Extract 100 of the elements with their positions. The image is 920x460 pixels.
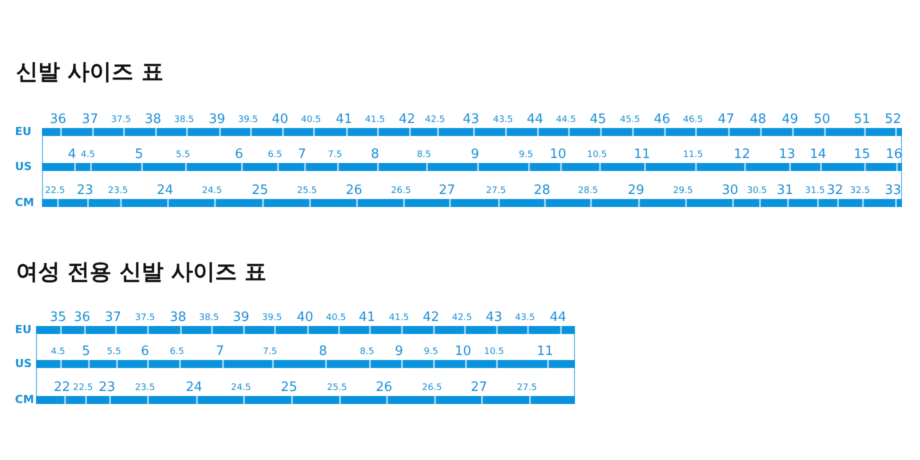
size-number: 37 xyxy=(82,113,98,126)
size-number: 26.5 xyxy=(390,187,412,196)
size-number: 37.5 xyxy=(134,314,156,323)
size-number: 25 xyxy=(280,381,298,394)
size-number: 42 xyxy=(422,311,440,324)
row-label: US xyxy=(15,161,32,172)
size-number: 6.5 xyxy=(170,348,184,357)
size-number: 39 xyxy=(208,113,226,126)
size-number: 41 xyxy=(336,113,352,126)
size-number: 40 xyxy=(272,113,288,126)
size-number: 24.5 xyxy=(202,187,222,196)
row-label: US xyxy=(15,358,32,369)
size-number: 7.5 xyxy=(328,151,342,160)
size-number: 47 xyxy=(718,113,734,126)
size-number: 38 xyxy=(144,113,162,126)
size-number: 23.5 xyxy=(108,187,128,196)
size-number: 46 xyxy=(654,113,670,126)
size-number: 5.5 xyxy=(106,348,122,357)
size-number: 39 xyxy=(232,311,250,324)
size-number: 43.5 xyxy=(492,116,514,125)
size-number: 10 xyxy=(550,148,566,161)
row-label: CM xyxy=(15,197,34,208)
size-number: 26 xyxy=(376,381,392,394)
size-number: 30 xyxy=(722,184,738,197)
size-number: 10.5 xyxy=(484,348,504,357)
size-number: 40.5 xyxy=(300,116,322,125)
size-number: 27.5 xyxy=(516,384,538,393)
size-number: 25 xyxy=(252,184,268,197)
size-number: 31.5 xyxy=(804,187,826,196)
size-number: 4 xyxy=(68,148,76,161)
size-number: 36 xyxy=(74,311,90,324)
size-number: 23 xyxy=(76,184,94,197)
size-number: 49 xyxy=(782,113,798,126)
size-number: 28.5 xyxy=(578,187,598,196)
size-number: 45 xyxy=(590,113,606,126)
size-number: 4.5 xyxy=(50,348,66,357)
chart-heading: 여성 전용 신발 사이즈 표 xyxy=(16,262,267,284)
size-number: 26 xyxy=(346,184,362,197)
size-number: 38.5 xyxy=(198,314,220,323)
size-number: 26.5 xyxy=(422,384,442,393)
size-number: 41.5 xyxy=(364,116,386,125)
size-number: 7 xyxy=(298,148,306,161)
size-number: 43.5 xyxy=(514,314,536,323)
size-number: 8 xyxy=(370,148,380,161)
size-number: 28 xyxy=(534,184,550,197)
size-number: 23.5 xyxy=(134,384,156,393)
size-number: 7.5 xyxy=(262,348,278,357)
size-number: 6.5 xyxy=(268,151,282,160)
size-number: 23 xyxy=(98,381,116,394)
size-number: 29.5 xyxy=(672,187,694,196)
size-number: 46.5 xyxy=(682,116,704,125)
size-number: 39.5 xyxy=(238,116,258,125)
size-number: 45.5 xyxy=(620,116,640,125)
size-number: 22 xyxy=(54,381,70,394)
size-number: 31 xyxy=(776,184,794,197)
size-number: 11.5 xyxy=(682,151,704,160)
size-number: 7 xyxy=(216,345,224,358)
size-number: 40 xyxy=(296,311,314,324)
size-number: 5.5 xyxy=(176,151,190,160)
size-number: 42.5 xyxy=(424,116,446,125)
chart-heading: 신발 사이즈 표 xyxy=(16,62,164,84)
size-number: 9.5 xyxy=(424,348,438,357)
size-number: 9.5 xyxy=(518,151,534,160)
size-number: 32 xyxy=(826,184,844,197)
size-number: 8 xyxy=(318,345,328,358)
size-number: 25.5 xyxy=(326,384,348,393)
size-number: 13 xyxy=(778,148,796,161)
size-number: 52 xyxy=(884,113,902,126)
size-number: 5 xyxy=(134,148,144,161)
size-number: 25.5 xyxy=(296,187,318,196)
size-number: 24.5 xyxy=(230,384,252,393)
size-number: 27 xyxy=(470,381,488,394)
size-number: 42 xyxy=(398,113,416,126)
size-number: 44.5 xyxy=(556,116,576,125)
size-number: 42.5 xyxy=(452,314,472,323)
size-number: 41 xyxy=(358,311,376,324)
size-number: 50 xyxy=(814,113,830,126)
size-number: 32.5 xyxy=(850,187,870,196)
size-number: 11 xyxy=(634,148,650,161)
size-number: 14 xyxy=(810,148,826,161)
size-number: 37.5 xyxy=(110,116,132,125)
row-label: EU xyxy=(15,324,32,335)
size-number: 43 xyxy=(486,311,502,324)
size-number: 39.5 xyxy=(262,314,282,323)
size-number: 48 xyxy=(750,113,766,126)
size-number: 27.5 xyxy=(486,187,506,196)
size-number: 33 xyxy=(884,184,902,197)
size-number: 6 xyxy=(234,148,244,161)
row-label: CM xyxy=(15,394,34,405)
size-number: 30.5 xyxy=(746,187,768,196)
size-number: 24 xyxy=(186,381,202,394)
size-number: 40.5 xyxy=(326,314,346,323)
size-number: 10 xyxy=(454,345,472,358)
size-number: 43 xyxy=(462,113,480,126)
size-number: 11 xyxy=(536,345,554,358)
size-number: 9 xyxy=(470,148,480,161)
size-number: 8.5 xyxy=(360,348,374,357)
size-number: 15 xyxy=(854,148,870,161)
size-number: 4.5 xyxy=(80,151,96,160)
size-number: 38 xyxy=(170,311,186,324)
